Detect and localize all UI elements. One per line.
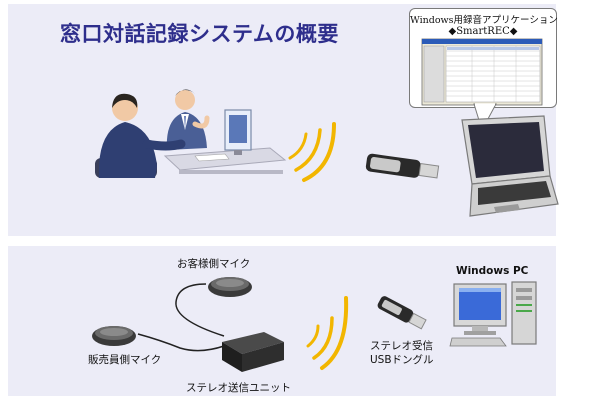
laptop-icon (432, 112, 562, 222)
transmitter-unit-icon (218, 326, 288, 376)
diagram-title: 窓口対話記録システムの概要 (60, 18, 339, 48)
windows-pc-label: Windows PC (456, 265, 528, 277)
usb-receiver-icon (372, 292, 432, 336)
app-window-screenshot (422, 39, 542, 105)
meeting-illustration (95, 78, 295, 188)
wireless-signal-icon-top (282, 110, 352, 180)
desktop-pc-icon (450, 280, 550, 350)
app-callout-subtitle: Windows用録音アプリケーション (410, 12, 556, 26)
app-name: ◆SmartREC◆ (410, 26, 556, 37)
wireless-signal-icon-bottom (300, 288, 360, 368)
receiver-label-line1: ステレオ受信 (370, 338, 433, 353)
customer-mic-label: お客様側マイク (177, 256, 250, 271)
receiver-label-line2: USBドングル (370, 352, 434, 367)
usb-dongle-icon (362, 148, 442, 188)
transmitter-label: ステレオ送信ユニット (186, 380, 291, 395)
app-callout: Windows用録音アプリケーション ◆SmartREC◆ (409, 8, 557, 108)
